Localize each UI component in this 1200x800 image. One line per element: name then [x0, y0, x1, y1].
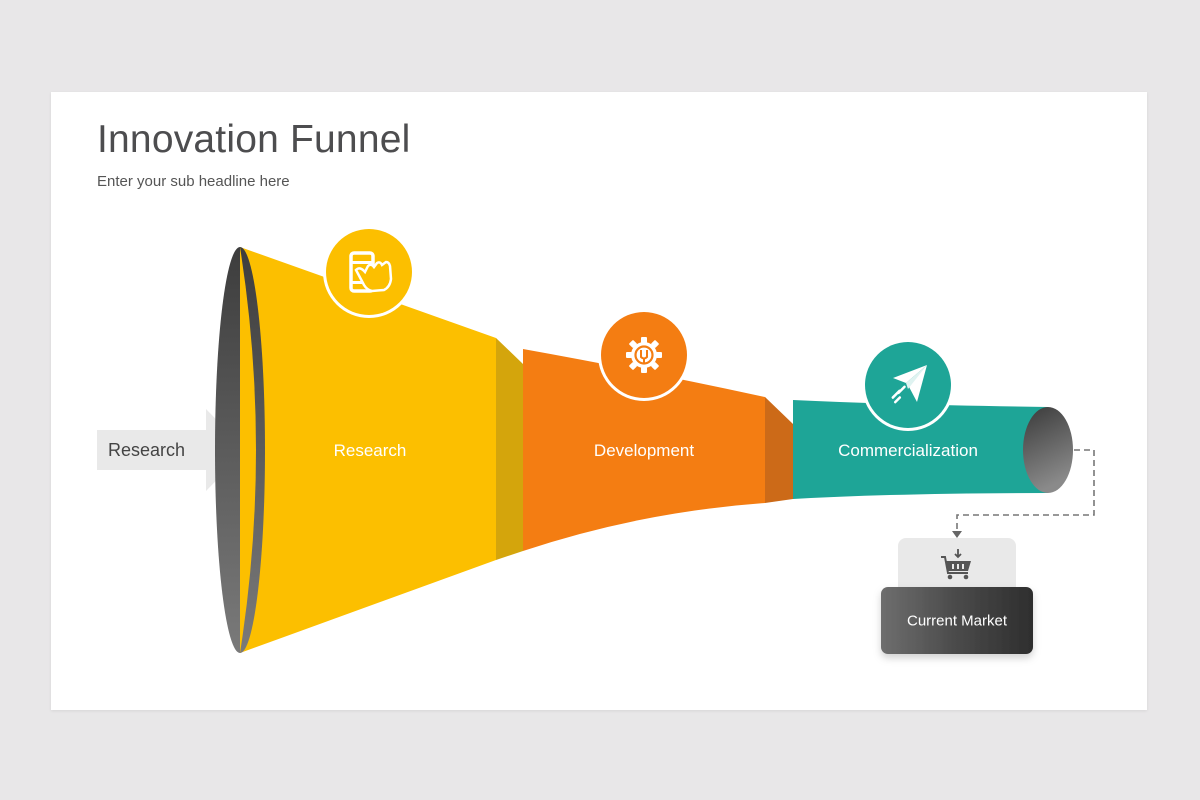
current-market-block	[881, 538, 1033, 654]
input-arrow	[97, 409, 246, 491]
shopping-cart-icon	[941, 549, 971, 580]
slide-subtitle: Enter your sub headline here	[97, 173, 290, 190]
stage-research-shape	[215, 247, 496, 653]
stage-development-label: Development	[593, 441, 695, 460]
input-arrow-label: Research	[108, 440, 186, 460]
paper-plane-icon	[891, 365, 927, 404]
circle-development	[598, 309, 690, 401]
stage-commercialization-label: Commercialization	[838, 441, 978, 460]
slide-title: Innovation Funnel	[97, 118, 411, 161]
stage-development-shape	[523, 349, 765, 551]
gear-wrench-icon	[626, 337, 662, 373]
stage-research-label: Research	[333, 441, 407, 460]
connector-development-commercialization	[765, 397, 793, 503]
dashed-connector	[952, 449, 1095, 538]
connector-research-development	[496, 338, 523, 560]
circle-research	[323, 226, 415, 318]
circle-commercialization	[862, 339, 954, 431]
stage-commercialization-shape	[793, 400, 1073, 499]
current-market-label: Current Market	[906, 612, 1008, 630]
tube-end	[1023, 407, 1073, 493]
touch-phone-icon	[349, 251, 393, 293]
